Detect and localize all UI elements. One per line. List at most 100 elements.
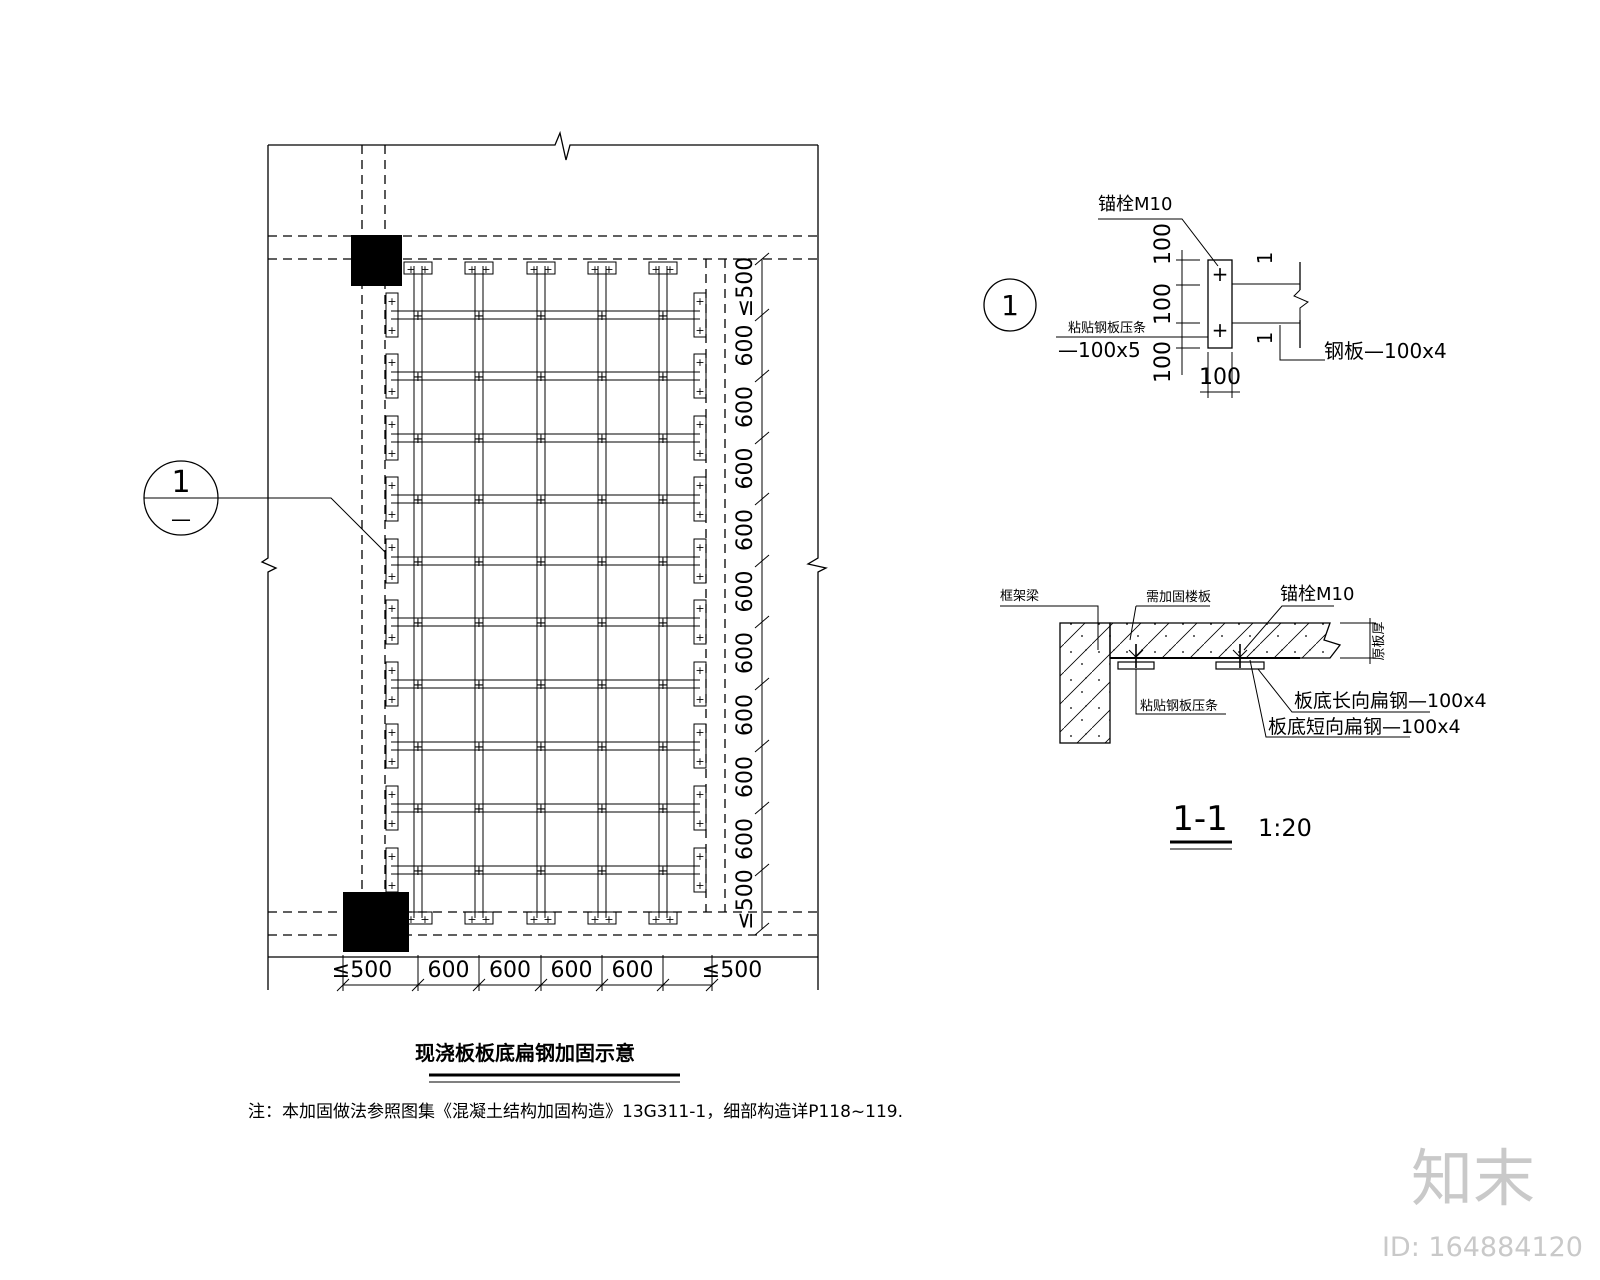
side-anchor: +: [387, 479, 396, 492]
column-top-left: [351, 235, 402, 286]
bottom-anchor: +: [604, 913, 613, 926]
right-dim-label-0: ≤500: [733, 257, 758, 317]
anchor-mark: +: [597, 616, 608, 631]
right-strip-plate-0: [693, 292, 707, 338]
anchor-mark: +: [413, 370, 424, 385]
left-strip-plate-4: [385, 538, 399, 584]
bottom-anchor: +: [665, 913, 674, 926]
top-anchor: +: [481, 263, 490, 276]
frame-top-break-line: [268, 130, 818, 161]
right-dim-tick-9: [754, 801, 770, 815]
section-strip-label: 粘贴钢板压条: [1140, 698, 1218, 714]
bottom-strip-plate-3: [587, 911, 617, 925]
detail1-anchor-bottom: +: [1212, 318, 1229, 342]
side-anchor: +: [387, 324, 396, 337]
right-dim-tick-7: [754, 677, 770, 691]
right-dim-label-4: 600: [733, 509, 758, 551]
detail-1: 1 + + 1 1 100 100 100 100 锚栓M10 粘贴钢板压条 —: [983, 194, 1447, 398]
edge-strip-plates: + + + + + + + + + + + + + + + + + + + + + + + + + + + + + + + + + + + + + + + +…: [385, 261, 707, 926]
bottom-dim-label-4: 600: [612, 958, 654, 983]
detail1-circle: [983, 278, 1037, 332]
bottom-strip-plate-2: [526, 911, 556, 925]
detail1-vdim-3: 100: [1151, 341, 1176, 383]
side-anchor: +: [695, 817, 704, 830]
side-anchor: +: [387, 817, 396, 830]
anchor-mark: +: [658, 802, 669, 817]
anchor-mark: +: [536, 740, 547, 755]
anchor-mark: +: [474, 678, 485, 693]
right-dim-tick-6: [754, 615, 770, 629]
anchor-mark: +: [658, 370, 669, 385]
detail1-anchor-top: +: [1212, 262, 1229, 286]
right-dim-label-9: 600: [733, 818, 758, 860]
anchor-mark: +: [474, 309, 485, 324]
anchor-mark: +: [413, 555, 424, 570]
side-anchor: +: [695, 479, 704, 492]
right-strip-plate-3: [693, 476, 707, 522]
left-strip-plate-1: [385, 353, 399, 399]
bottom-dim-label-0: ≤500: [332, 958, 392, 983]
anchor-mark: +: [413, 802, 424, 817]
top-anchor: +: [651, 263, 660, 276]
side-anchor: +: [695, 726, 704, 739]
top-anchor: +: [604, 263, 613, 276]
side-anchor: +: [695, 664, 704, 677]
anchor-mark: +: [413, 493, 424, 508]
section-beam-leader: [1000, 605, 1099, 650]
anchor-mark: +: [597, 555, 608, 570]
side-anchor: +: [387, 508, 396, 521]
side-anchor: +: [695, 447, 704, 460]
left-strip-plate-0: [385, 292, 399, 338]
anchor-mark: +: [413, 864, 424, 879]
detail-leader-line: [218, 497, 387, 554]
bottom-anchor: +: [529, 913, 538, 926]
anchor-mark: +: [536, 864, 547, 879]
side-anchor: +: [387, 570, 396, 583]
left-strip-plate-9: [385, 847, 399, 893]
anchor-mark: +: [474, 740, 485, 755]
bottom-anchor: +: [651, 913, 660, 926]
side-anchor: +: [387, 631, 396, 644]
side-anchor: +: [695, 385, 704, 398]
anchor-mark: +: [474, 370, 485, 385]
top-anchor: +: [665, 263, 674, 276]
right-strip-plate-6: [693, 661, 707, 707]
right-strip-plate-4: [693, 538, 707, 584]
right-dim-label-7: 600: [733, 694, 758, 736]
anchor-mark: +: [536, 555, 547, 570]
detail1-break: [1293, 289, 1309, 320]
anchor-mark: +: [597, 432, 608, 447]
section-scale: 1:20: [1258, 814, 1312, 842]
side-anchor: +: [695, 541, 704, 554]
bottom-strip-plate-4: [648, 911, 678, 925]
frame-right-line: [806, 145, 828, 990]
right-dim-tick-1: [754, 308, 770, 322]
side-anchor: +: [387, 755, 396, 768]
anchor-mark: +: [658, 864, 669, 879]
anchor-mark: +: [597, 370, 608, 385]
side-anchor: +: [387, 664, 396, 677]
right-dim-tick-2: [754, 369, 770, 383]
right-strip-plate-2: [693, 415, 707, 461]
side-anchor: +: [387, 788, 396, 801]
top-anchor: +: [529, 263, 538, 276]
right-dim-label-2: 600: [733, 386, 758, 428]
anchor-mark: +: [597, 309, 608, 324]
bottom-anchor: +: [406, 913, 415, 926]
section-anchor-leader: [1243, 605, 1334, 651]
detail1-hdim: 100: [1199, 365, 1241, 390]
bottom-dim-label-3: 600: [551, 958, 593, 983]
anchor-mark: +: [658, 740, 669, 755]
detail1-strip-label: 粘贴钢板压条: [1068, 320, 1146, 336]
section-beam: [1059, 622, 1111, 744]
detail1-vdim-1: 100: [1151, 223, 1176, 265]
side-anchor: +: [387, 541, 396, 554]
right-dim-label-5: 600: [733, 571, 758, 613]
bottom-dim-label-5: ≤500: [702, 958, 762, 983]
side-anchor: +: [387, 879, 396, 892]
side-anchor: +: [387, 385, 396, 398]
side-anchor: +: [695, 324, 704, 337]
watermark-id: ID: 164884120: [1382, 1232, 1583, 1263]
side-anchor: +: [387, 602, 396, 615]
section-slab-label: 需加固楼板: [1146, 590, 1211, 605]
